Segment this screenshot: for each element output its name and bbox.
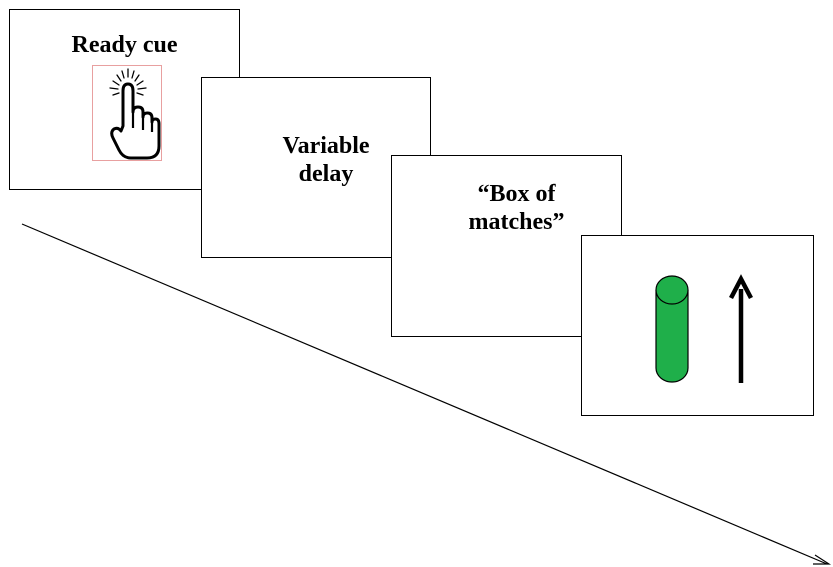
tap-icon-box bbox=[92, 65, 162, 161]
tap-finger-icon bbox=[109, 68, 161, 160]
target-stimulus-frame bbox=[581, 235, 814, 416]
variable-delay-label: Variable delay bbox=[282, 133, 370, 187]
ready-cue-label: Ready cue bbox=[71, 32, 178, 58]
word-cue-label: “Box of matches” bbox=[468, 181, 565, 235]
green-cylinder-icon bbox=[655, 275, 689, 383]
up-arrow-icon bbox=[729, 274, 753, 383]
target-stimulus bbox=[655, 274, 753, 383]
